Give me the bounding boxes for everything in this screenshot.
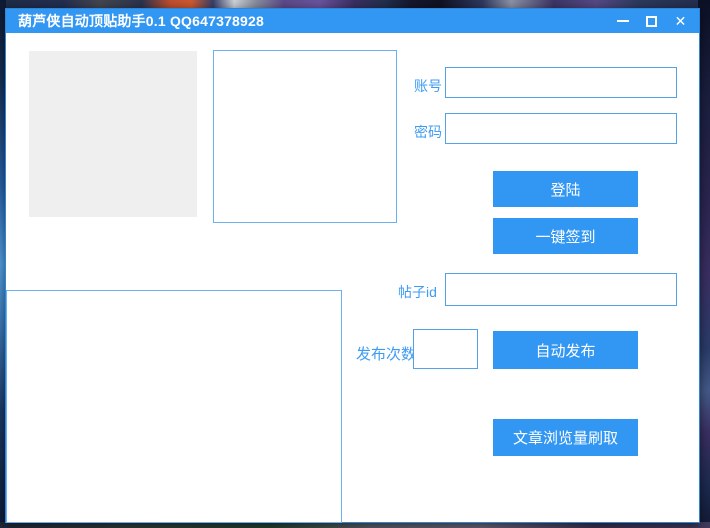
desktop-wallpaper-top bbox=[0, 0, 710, 9]
minimize-button[interactable] bbox=[608, 9, 637, 33]
account-label: 账号 bbox=[414, 78, 442, 94]
close-button[interactable]: ✕ bbox=[666, 9, 695, 33]
account-input[interactable] bbox=[445, 67, 677, 98]
publish-count-label: 发布次数 bbox=[356, 346, 417, 363]
login-button[interactable]: 登陆 bbox=[493, 171, 638, 207]
auto-publish-button[interactable]: 自动发布 bbox=[493, 331, 638, 369]
maximize-icon bbox=[646, 15, 657, 27]
post-id-input[interactable] bbox=[445, 273, 677, 306]
window-title: 葫芦侠自动顶贴助手0.1 QQ647378928 bbox=[18, 13, 265, 29]
minimize-icon bbox=[616, 20, 629, 22]
desktop-wallpaper-right bbox=[698, 0, 710, 528]
app-window: 葫芦侠自动顶贴助手0.1 QQ647378928 ✕ 账号 密码 登陆 一键签到… bbox=[5, 8, 700, 523]
log-panel bbox=[6, 290, 342, 523]
preview-panel bbox=[213, 50, 397, 223]
password-label: 密码 bbox=[414, 124, 442, 140]
maximize-button[interactable] bbox=[637, 9, 666, 33]
titlebar[interactable]: 葫芦侠自动顶贴助手0.1 QQ647378928 ✕ bbox=[6, 9, 699, 33]
desktop-wallpaper-bottom bbox=[0, 522, 710, 528]
close-icon: ✕ bbox=[674, 13, 687, 29]
image-placeholder-panel bbox=[29, 51, 197, 217]
one-key-sign-in-button[interactable]: 一键签到 bbox=[493, 218, 638, 254]
client-area: 账号 密码 登陆 一键签到 帖子id 发布次数 自动发布 文章浏览量刷取 bbox=[6, 33, 699, 523]
publish-count-input[interactable] bbox=[413, 329, 478, 369]
password-input[interactable] bbox=[445, 113, 677, 144]
post-id-label: 帖子id bbox=[398, 284, 437, 300]
article-views-boost-button[interactable]: 文章浏览量刷取 bbox=[493, 419, 638, 456]
window-controls: ✕ bbox=[608, 9, 695, 33]
desktop-wallpaper-left bbox=[0, 0, 6, 528]
